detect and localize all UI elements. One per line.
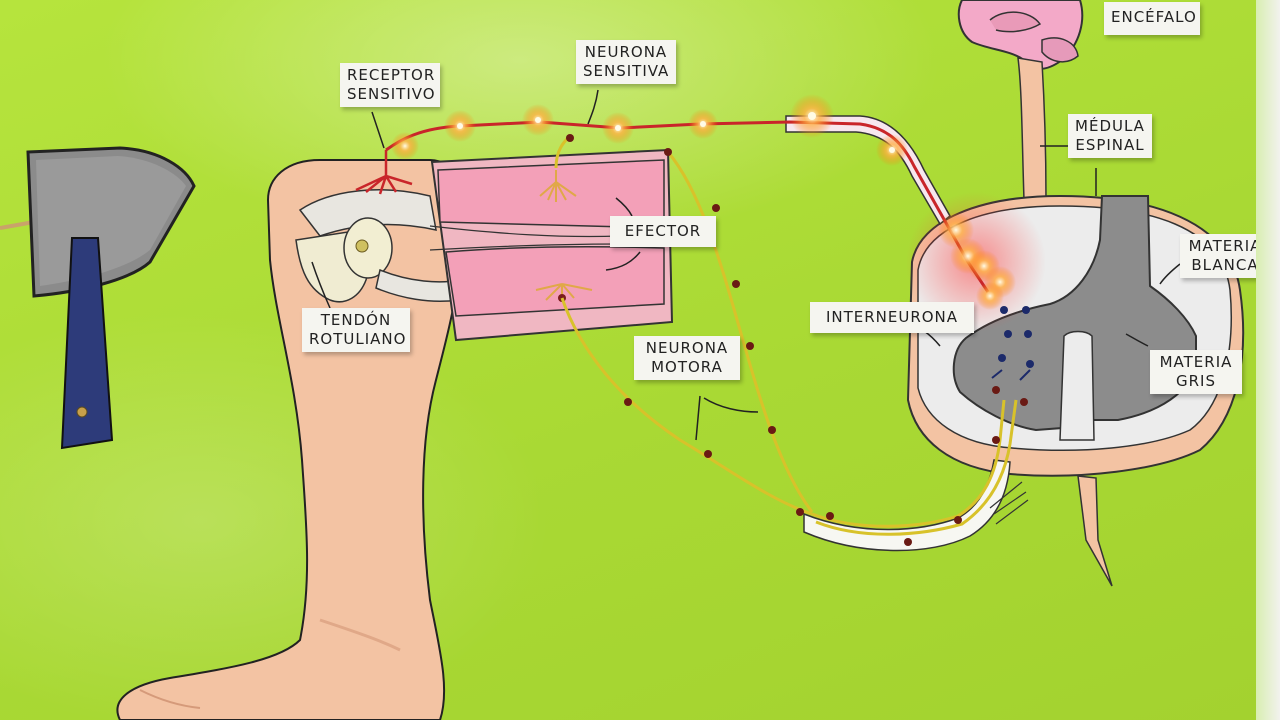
label-receptor-sensitivo: RECEPTOR SENSITIVO [340, 63, 440, 107]
label-interneurona: INTERNEURONA [810, 302, 974, 333]
leg-icon [117, 160, 462, 720]
label-encefalo: ENCÉFALO [1104, 2, 1200, 35]
brain-icon [959, 0, 1082, 200]
spinal-cord-icon [1018, 58, 1046, 200]
motor-nerve-root [804, 460, 1010, 551]
reflex-hammer-icon [0, 148, 194, 448]
label-medula-espinal: MÉDULA ESPINAL [1068, 114, 1152, 158]
label-neurona-sensitiva: NEURONA SENSITIVA [576, 40, 676, 84]
poster-edge [1256, 0, 1280, 720]
label-efector: EFECTOR [610, 216, 716, 247]
label-tendon-rotuliano: TENDÓN ROTULIANO [302, 308, 410, 352]
label-neurona-motora: NEURONA MOTORA [634, 336, 740, 380]
label-materia-gris: MATERIA GRIS [1150, 350, 1242, 394]
